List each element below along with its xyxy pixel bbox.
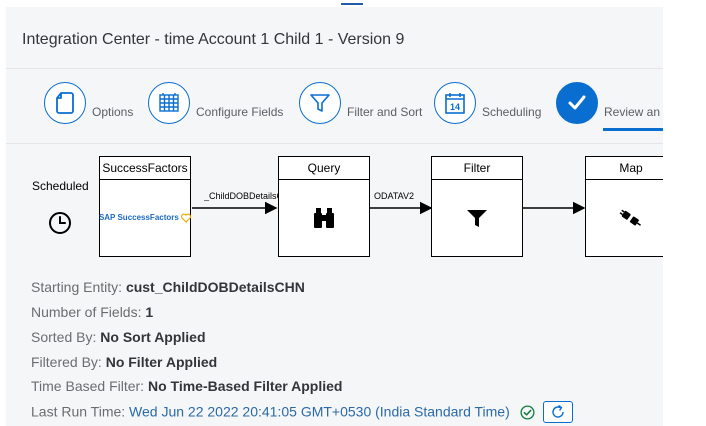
node-filter[interactable]: Filter	[431, 156, 523, 257]
step-label: Scheduling	[482, 105, 542, 119]
document-icon	[44, 82, 86, 124]
filter-icon	[467, 210, 487, 227]
clock-icon	[49, 212, 71, 234]
node-title: Query	[279, 157, 369, 180]
node-successfactors[interactable]: SuccessFactors SAP SuccessFactors	[99, 156, 192, 257]
node-title: Filter	[432, 157, 522, 180]
time-based-filter-row: Time Based Filter: No Time-Based Filter …	[31, 378, 343, 394]
node-query[interactable]: Query	[278, 156, 370, 257]
node-title: SuccessFactors	[100, 157, 190, 180]
sorted-by-row: Sorted By: No Sort Applied	[31, 329, 206, 345]
checkmark-icon	[556, 82, 598, 124]
refresh-icon	[551, 404, 564, 418]
time-based-filter-value: No Time-Based Filter Applied	[147, 378, 343, 394]
last-run-time-link[interactable]: Wed Jun 22 2022 20:41:05 GMT+0530 (India…	[129, 403, 510, 420]
calendar-icon: 14	[434, 82, 476, 124]
calendar-day: 14	[450, 102, 460, 112]
filtered-by-value: No Filter Applied	[105, 354, 218, 370]
filtered-by-row: Filtered By: No Filter Applied	[31, 354, 218, 370]
step-label: Options	[92, 105, 134, 119]
step-review[interactable]: Review an	[556, 79, 660, 127]
top-indicator	[341, 0, 363, 5]
node-map[interactable]: Map	[585, 156, 663, 257]
funnel-icon	[299, 82, 341, 124]
node-title: Map	[586, 157, 663, 180]
step-options[interactable]: Options	[44, 79, 133, 127]
step-filter-and-sort[interactable]: Filter and Sort	[299, 79, 422, 127]
page-title: Integration Center - time Account 1 Chil…	[22, 31, 405, 48]
starting-entity-value: cust_ChildDOBDetailsCHN	[125, 279, 305, 295]
step-scheduling[interactable]: 14 Scheduling	[434, 79, 541, 127]
flow-connectors	[192, 201, 586, 215]
sorted-by-value: No Sort Applied	[100, 329, 206, 345]
step-label: Configure Fields	[196, 105, 284, 119]
sap-successfactors-logo: SAP SuccessFactors	[99, 213, 192, 223]
success-check-icon	[520, 404, 535, 420]
step-label: Filter and Sort	[347, 105, 423, 119]
integration-page: Integration Center - time Account 1 Chil…	[6, 7, 663, 426]
last-run-time-row: Last Run Time: Wed Jun 22 2022 20:41:05 …	[31, 401, 573, 424]
table-grid-icon	[148, 82, 190, 124]
edge-label: ODATAV2	[374, 191, 415, 201]
binoculars-icon	[314, 208, 334, 228]
plug-icon	[619, 209, 641, 226]
step-label: Review an	[604, 105, 661, 119]
scheduled-label: Scheduled	[32, 179, 89, 193]
refresh-button[interactable]	[542, 401, 573, 423]
number-of-fields-value: 1	[145, 304, 154, 320]
starting-entity-row: Starting Entity: cust_ChildDOBDetailsCHN	[31, 279, 305, 295]
divider	[6, 68, 663, 69]
active-step-indicator	[603, 128, 663, 131]
divider	[6, 143, 663, 144]
edge-label: _ChildDOBDetailsC	[204, 191, 278, 201]
number-of-fields-row: Number of Fields: 1	[31, 304, 154, 320]
step-configure-fields[interactable]: Configure Fields	[148, 79, 283, 127]
